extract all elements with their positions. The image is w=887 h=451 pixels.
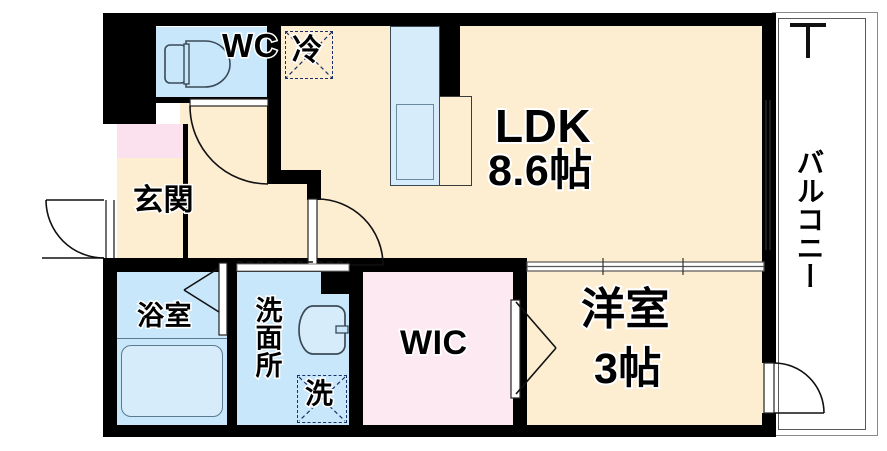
- wall-entrance-right: [183, 124, 188, 266]
- shoe-cabinet: [117, 124, 183, 158]
- kitchen-sink-basin: [396, 104, 434, 180]
- bathtub: [121, 345, 223, 417]
- washroom-label: 洗面所: [250, 295, 283, 380]
- entrance-door: [42, 199, 117, 259]
- wall-right-lower: [762, 258, 776, 363]
- washer-label: 洗: [304, 378, 335, 409]
- balcony-inner-edge: [778, 18, 866, 430]
- wic-label: WIC: [398, 324, 469, 362]
- wall-wet-area-top: [103, 258, 353, 272]
- bathroom-label: 浴室: [136, 301, 194, 331]
- wc-label: WC: [221, 27, 279, 64]
- wall-left-lower: [103, 258, 117, 437]
- wall-washroom-right: [349, 258, 363, 437]
- refrigerator-space-box: [285, 31, 333, 79]
- ldk-label: LDK: [493, 100, 593, 152]
- wall-right-upper: [762, 13, 776, 273]
- kitchen-counter-extension: [440, 96, 472, 186]
- refrigerator-label: 冷: [291, 34, 324, 67]
- wall-wic-top: [349, 258, 527, 272]
- wall-block-upper-left: [117, 26, 156, 124]
- wall-left-upper: [103, 13, 117, 124]
- washer-space-box: [297, 375, 347, 423]
- wall-wic-right: [513, 258, 527, 437]
- western-room-floor: [527, 270, 764, 425]
- ldk-area-label: 8.6帖: [486, 147, 594, 195]
- wall-bath-wash-divider: [227, 272, 237, 425]
- wall-bottom-outer: [103, 425, 776, 437]
- wall-wc-right: [267, 26, 281, 116]
- bathroom-tub-divider-line: [117, 338, 227, 340]
- western-room-area-label: 3帖: [592, 345, 663, 393]
- balcony-label: バルコニー: [792, 147, 826, 292]
- wall-hall-step-vertical: [307, 170, 321, 200]
- wall-kitchen-alcove: [440, 26, 460, 96]
- wic-floor: [360, 270, 515, 425]
- wall-right-lower-bottom: [762, 413, 776, 437]
- wall-wc-bottom: [155, 97, 268, 103]
- hallway-floor: [180, 102, 280, 266]
- wall-top-outer: [103, 13, 776, 26]
- entrance-label: 玄関: [132, 184, 196, 217]
- western-room-label: 洋室: [579, 285, 672, 334]
- wall-hall-ldk-vertical: [267, 103, 281, 183]
